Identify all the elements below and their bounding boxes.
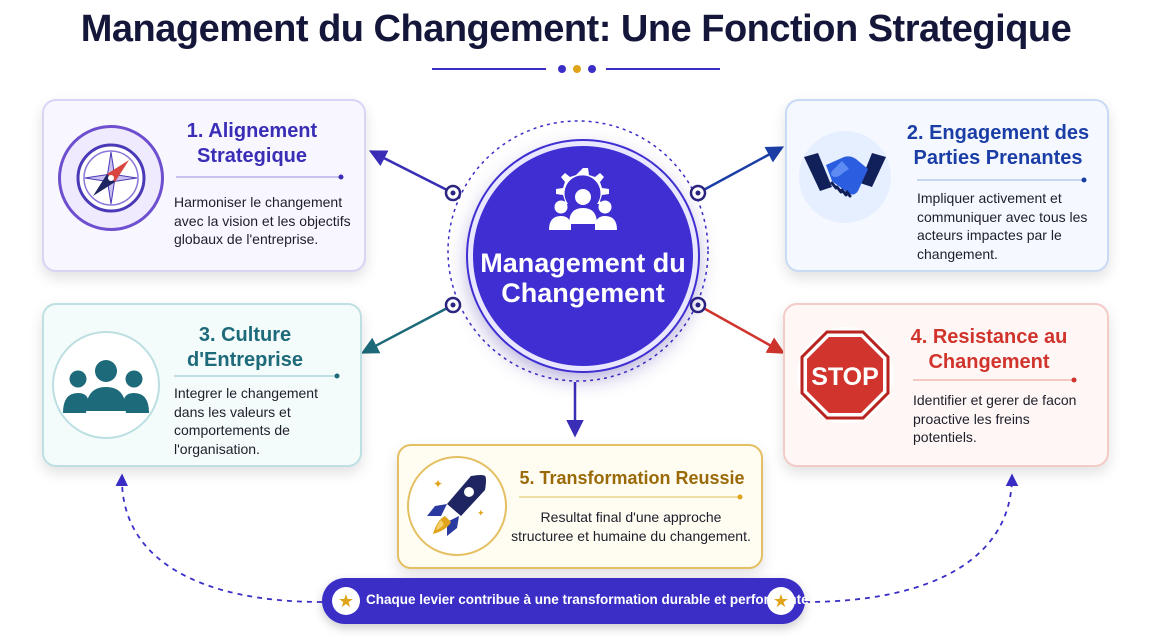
card-divider xyxy=(917,177,1087,183)
card-title: 5. Transformation Reussie xyxy=(519,468,745,488)
card-text: Integrer le changement dans les valeurs … xyxy=(174,385,318,457)
card-title: 3. Culture d'Entreprise xyxy=(187,324,303,371)
svg-text:✦: ✦ xyxy=(433,477,443,491)
card-text: Resultat final d'une approche structuree… xyxy=(511,509,751,544)
dashed-loop-left xyxy=(115,473,323,603)
group-icon xyxy=(63,360,149,413)
hub-orbit xyxy=(447,120,709,382)
banner-text: Chaque levier contribue à une transforma… xyxy=(366,592,809,607)
rocket-icon: ✦ ✦ xyxy=(427,475,486,536)
arrow-to-card-3 xyxy=(360,303,454,354)
summary-banner: ★ Chaque levier contribue à une transfor… xyxy=(322,578,809,624)
star-icon: ★ xyxy=(332,587,360,615)
stop-sign-label: STOP xyxy=(811,363,879,391)
card-divider xyxy=(519,494,743,500)
stop-sign-icon-circle: STOP xyxy=(797,327,893,423)
card-resistance: STOP 4. Resistance au Changement Identif… xyxy=(783,303,1109,467)
group-icon-circle xyxy=(52,331,160,439)
rocket-icon-circle: ✦ ✦ xyxy=(407,456,507,556)
card-divider xyxy=(176,174,344,180)
arrow-to-card-4 xyxy=(697,303,786,354)
arrow-to-card-1 xyxy=(368,150,454,195)
stop-sign-icon: STOP xyxy=(800,330,890,420)
card-engagement: 2. Engagement des Parties Prenantes Impl… xyxy=(785,99,1109,272)
arrow-to-card-2 xyxy=(697,146,785,195)
card-culture: 3. Culture d'Entreprise Integrer le chan… xyxy=(42,303,362,467)
gear-people-icon xyxy=(549,168,617,230)
star-icon: ★ xyxy=(767,587,795,615)
card-transformation: ✦ ✦ 5. Transformation Reussie Resultat f… xyxy=(397,444,763,569)
card-text: Harmoniser le changement avec la vision … xyxy=(174,194,351,247)
card-alignement: 1. Alignement Strategique Harmoniser le … xyxy=(42,99,366,272)
dashed-loop-right xyxy=(804,473,1019,603)
hub-label: Management du Changement xyxy=(480,248,686,308)
card-divider xyxy=(174,373,340,379)
card-title: 1. Alignement Strategique xyxy=(186,120,318,167)
orbit-nodes xyxy=(444,184,707,314)
card-title: 4. Resistance au Changement xyxy=(910,326,1068,373)
card-text: Impliquer activement et communiquer avec… xyxy=(917,190,1088,262)
card-text: Identifier et gerer de facon proactive l… xyxy=(913,392,1077,445)
title-divider xyxy=(432,65,720,73)
hub-circle: Management du Changement xyxy=(468,141,698,371)
page-title: Management du Changement: Une Fonction S… xyxy=(80,8,1072,50)
handshake-icon-circle xyxy=(799,131,891,223)
handshake-icon xyxy=(804,153,886,198)
card-title: 2. Engagement des Parties Prenantes xyxy=(906,122,1090,169)
svg-text:✦: ✦ xyxy=(477,509,485,519)
compass-icon xyxy=(76,143,146,213)
card-divider xyxy=(913,377,1077,383)
compass-icon-circle xyxy=(58,125,164,231)
